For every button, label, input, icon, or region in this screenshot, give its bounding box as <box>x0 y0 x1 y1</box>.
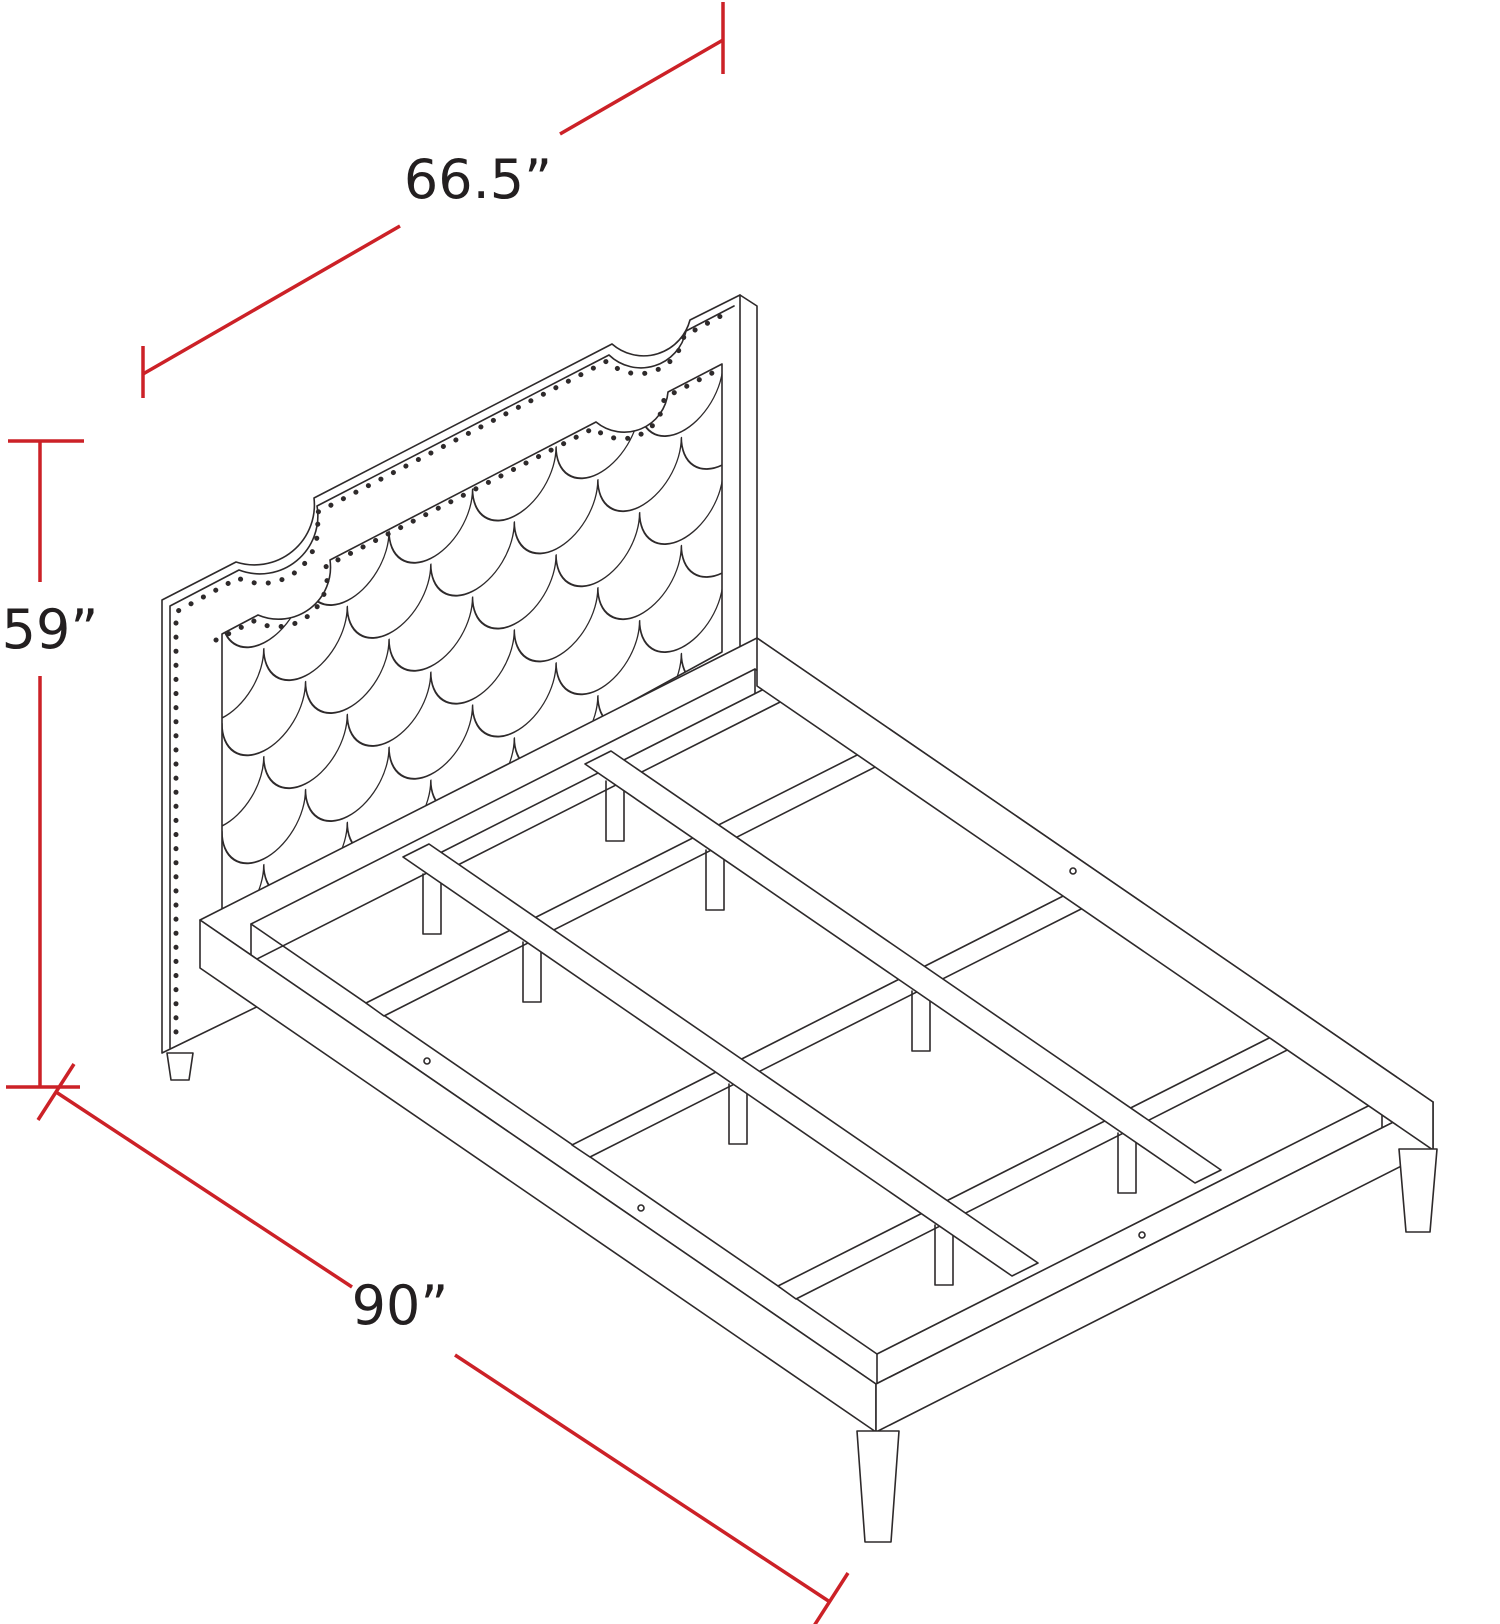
right-rail-face <box>756 637 1434 1151</box>
length-label: 90” <box>352 1274 449 1337</box>
length-line-lower <box>454 1353 831 1604</box>
bed-frame <box>199 637 1438 1543</box>
bed-drawing <box>161 294 1438 1543</box>
pilot-hole <box>423 1057 431 1065</box>
nailhead-trim-outer <box>173 308 733 1035</box>
dimension-lines <box>6 2 850 1624</box>
scale-row <box>222 394 722 724</box>
pilot-hole <box>1069 867 1077 875</box>
length-dimension <box>36 1063 850 1624</box>
headboard-leg <box>166 1052 194 1081</box>
scale-row <box>222 502 722 832</box>
headboard-side-edge <box>739 294 758 701</box>
dimension-labels: 66.5” 59” 90” <box>2 148 552 1337</box>
scale-row <box>222 577 722 865</box>
scale-row <box>222 469 722 757</box>
tufted-panel-border <box>221 363 723 926</box>
width-line-left <box>142 224 401 376</box>
width-label: 66.5” <box>404 148 552 211</box>
foot-leg-left <box>856 1430 900 1543</box>
nailhead-trim-inner <box>213 368 719 643</box>
stretcher-left <box>402 843 1039 1277</box>
headboard-outline <box>161 294 741 1054</box>
stretcher-right <box>584 750 1222 1184</box>
width-line-right <box>559 38 724 136</box>
foot-leg-right <box>1398 1148 1438 1233</box>
pilot-hole <box>637 1204 645 1212</box>
height-dimension <box>6 439 84 1089</box>
length-tick-end <box>813 1572 850 1624</box>
headboard-inner-border <box>169 305 735 1049</box>
pilot-hole <box>1138 1231 1146 1239</box>
support-posts <box>422 780 1137 1286</box>
width-dimension <box>141 2 725 398</box>
height-label: 59” <box>2 598 99 661</box>
length-line-upper <box>55 1090 353 1289</box>
